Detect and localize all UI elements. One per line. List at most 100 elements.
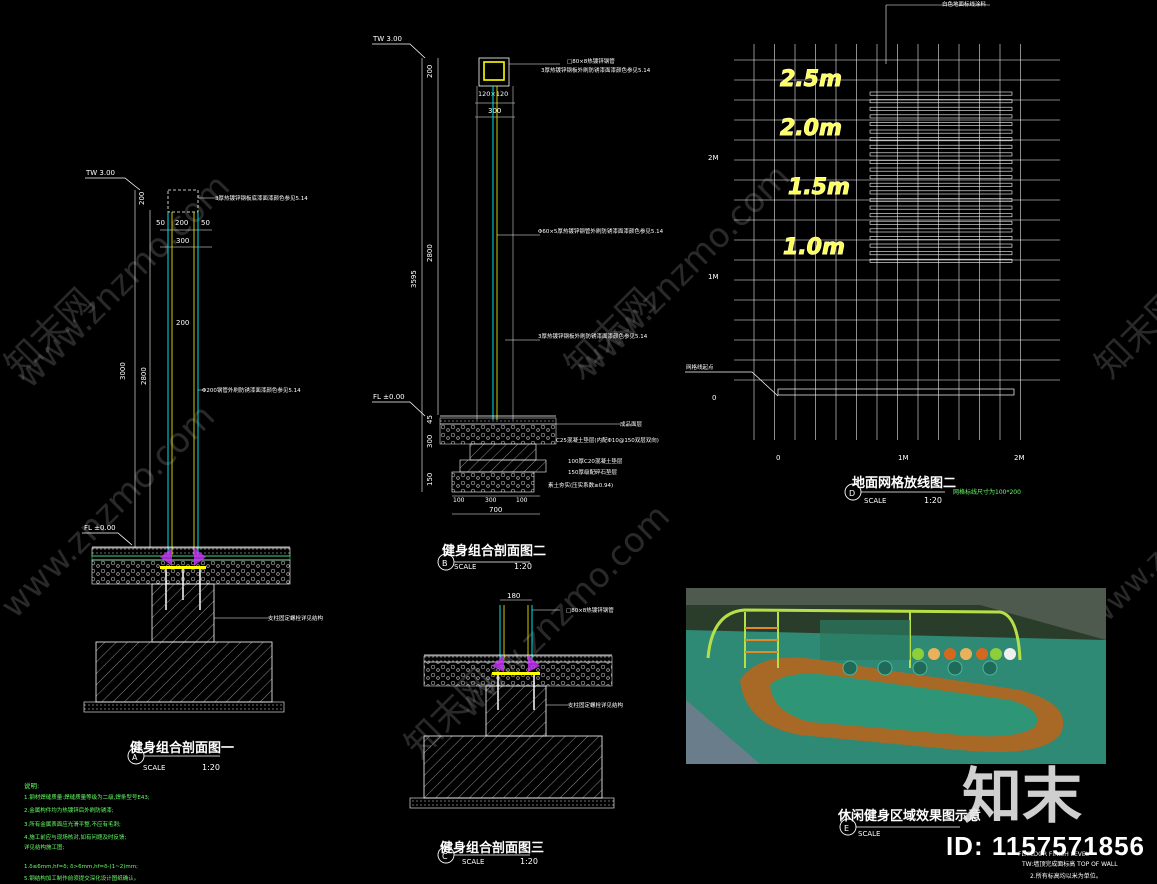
ground-line-stripe <box>869 258 1013 263</box>
note-s2-plate-top: 3厚热镀锌钢板外刷防锈漆面漆颜色参见5.14 <box>541 66 651 74</box>
dim-3000: 3000 <box>119 362 127 380</box>
note-s1-pipe: Φ200钢管外刷防锈漆面漆颜色参见5.14 <box>202 386 301 394</box>
scale-label: SCALE <box>143 764 165 772</box>
note-line: 1.δ≤6mm,hf=δ; δ>6mm,hf=δ-(1~2)mm; <box>24 864 138 870</box>
grid-title: 地面网格放线图二 <box>852 475 956 491</box>
ground-line-stripe <box>869 243 1013 248</box>
section-2-title: 健身组合剖面图二 <box>442 543 546 559</box>
dim-150: 150 <box>426 473 434 486</box>
render-title: E 休闲健身区域效果图示意 SCALE <box>837 808 981 838</box>
ground-line-stripe <box>869 99 1013 104</box>
ground-line-stripe <box>869 198 1013 202</box>
y-tick-0: 0 <box>712 394 716 402</box>
scale-value: 1:20 <box>520 857 538 866</box>
ground-line-stripe <box>869 91 1013 96</box>
grid-layout-drawing: 白色地面标线涂料 2.5m 2.0m 1.5m 1.0m 2M 1M 0 0 1… <box>685 0 1060 505</box>
ground-line-stripe <box>869 106 1013 111</box>
ground-line-stripe <box>869 137 1013 142</box>
ground-line-stripe <box>869 228 1013 233</box>
dim-45: 45 <box>426 415 434 424</box>
scale-value: 1:20 <box>202 763 220 772</box>
rendering-image <box>686 588 1106 764</box>
ground-line-base <box>777 388 1015 396</box>
ground-line-stripe <box>869 152 1013 157</box>
dim-200c: 200 <box>176 319 189 327</box>
section-3-title: 健身组合剖面图三 <box>440 840 544 856</box>
note-s2-c20: 100厚C20混凝土垫层 <box>568 457 623 465</box>
dim-200b: 200 <box>175 219 188 227</box>
notes-block: 说明: 1.钢材焊缝质量:焊缝质量等级为二级,焊条型号E43; 2.金属构件均为… <box>24 781 150 882</box>
dim-200: 200 <box>138 192 146 205</box>
ground-line-stripe <box>869 160 1013 164</box>
scale-label: SCALE <box>462 858 484 866</box>
ground-line-stripe <box>869 213 1013 218</box>
ground-line-stripe <box>869 114 1013 119</box>
y-tick-2m: 2M <box>708 154 719 162</box>
note-s2-tube: □80×8热镀锌钢管 <box>567 57 615 65</box>
note-line: 3.所有金属表面应光滑平整,不应有毛刺; <box>24 820 121 828</box>
note-s2-gravel: 150厚级配碎石垫层 <box>568 468 617 476</box>
fl-label: FL ±0.00 <box>373 393 405 401</box>
dim-50b: 50 <box>201 219 210 227</box>
scale-value: 1:20 <box>514 562 532 571</box>
ground-line-stripe <box>869 144 1013 149</box>
section-1-title: 健身组合剖面图一 <box>130 740 234 756</box>
grid-start-note: 网格线起点 <box>686 363 714 371</box>
note-s3-tube: □80×8热镀锌钢管 <box>566 606 614 614</box>
section-letter-a: A <box>132 753 138 762</box>
note-line: 详见结构施工图; <box>24 843 65 851</box>
fl-label: FL ±0.00 <box>84 524 116 532</box>
note-line: 2.金属构件均为热镀锌后外刷防锈漆; <box>24 806 114 814</box>
note-s2-plate: 3厚热镀锌钢板外刷防锈漆面漆颜色参见5.14 <box>538 332 648 340</box>
section-letter-b: B <box>442 559 448 568</box>
ground-line-stripe <box>869 220 1013 225</box>
height-label-1-0: 1.0m <box>783 235 845 260</box>
notes-heading: 说明: <box>24 781 39 790</box>
ground-line-stripe <box>869 236 1013 240</box>
grid-size-note: 网格标线尺寸为100*200 <box>953 488 1021 496</box>
scale-value: 1:20 <box>924 496 942 505</box>
scale-label: SCALE <box>864 497 886 505</box>
dim-300c: 300 <box>485 497 497 504</box>
ground-line-stripe <box>869 205 1013 210</box>
grid-lines <box>734 44 1060 440</box>
legend-line: 2.所有标高均以米为单位。 <box>1030 872 1102 880</box>
section-letter-c: C <box>442 852 448 861</box>
legend-line: TW:墙顶完成面标高 TOP OF WALL <box>1021 860 1118 868</box>
dim-3595: 3595 <box>410 270 418 288</box>
height-label-2-0: 2.0m <box>780 116 842 141</box>
dim-100b: 100 <box>516 497 528 504</box>
dim-2800: 2800 <box>140 367 148 385</box>
note-s2-pipe: Φ60×5厚热镀锌钢管外刷防锈漆面漆颜色参见5.14 <box>538 227 664 235</box>
legend-bottom-right: FL:FLOOR FINISH LEVEL TW:墙顶完成面标高 TOP OF … <box>1018 851 1118 880</box>
dim-200: 200 <box>426 65 434 78</box>
tw-label: TW 3.00 <box>85 169 115 177</box>
ground-line-stripe <box>869 190 1013 195</box>
legend-line: FL:FLOOR FINISH LEVEL <box>1018 851 1090 858</box>
note-s1-bolt: 支柱固定螺栓详见结构 <box>268 614 324 622</box>
ground-line-stripe <box>869 251 1013 256</box>
render-title-text: 休闲健身区域效果图示意 <box>837 808 981 824</box>
tw-label: TW 3.00 <box>372 35 402 43</box>
dim-300b: 300 <box>488 107 501 115</box>
dim-180: 180 <box>507 592 520 600</box>
ground-line-stripe <box>869 167 1013 172</box>
x-tick-1m: 1M <box>898 454 909 462</box>
ground-line-stripe <box>869 122 1013 126</box>
y-tick-1m: 1M <box>708 273 719 281</box>
section-1-drawing: TW 3.00 200 3000 2800 50 200 50 300 200 … <box>82 169 324 772</box>
ground-line-stripe <box>869 175 1013 180</box>
dim-2800: 2800 <box>426 244 434 262</box>
dim-300: 300 <box>176 237 189 245</box>
note-s2-soil: 素土夯实(压实系数≥0.94) <box>548 481 613 489</box>
height-label-1-5: 1.5m <box>788 175 850 200</box>
section-2-drawing: TW 3.00 200 3595 2800 45 300 150 120×120… <box>372 35 664 571</box>
dim-300: 300 <box>426 435 434 448</box>
grid-top-note: 白色地面标线涂料 <box>942 0 987 8</box>
watermark-cn: 知末网 <box>1087 281 1157 386</box>
section-3-drawing: 180 □80×8热镀锌钢管 支柱固定螺栓详见结构 C 健身组合剖面图三 SCA… <box>409 592 624 866</box>
note-line: 5.钢结构加工制作前须提交深化设计图纸确认。 <box>24 874 139 882</box>
note-s3-bolt: 支柱固定螺栓详见结构 <box>568 701 624 709</box>
note-s1-plate: 3厚热镀锌钢板底漆面漆颜色参见5.14 <box>215 194 308 202</box>
